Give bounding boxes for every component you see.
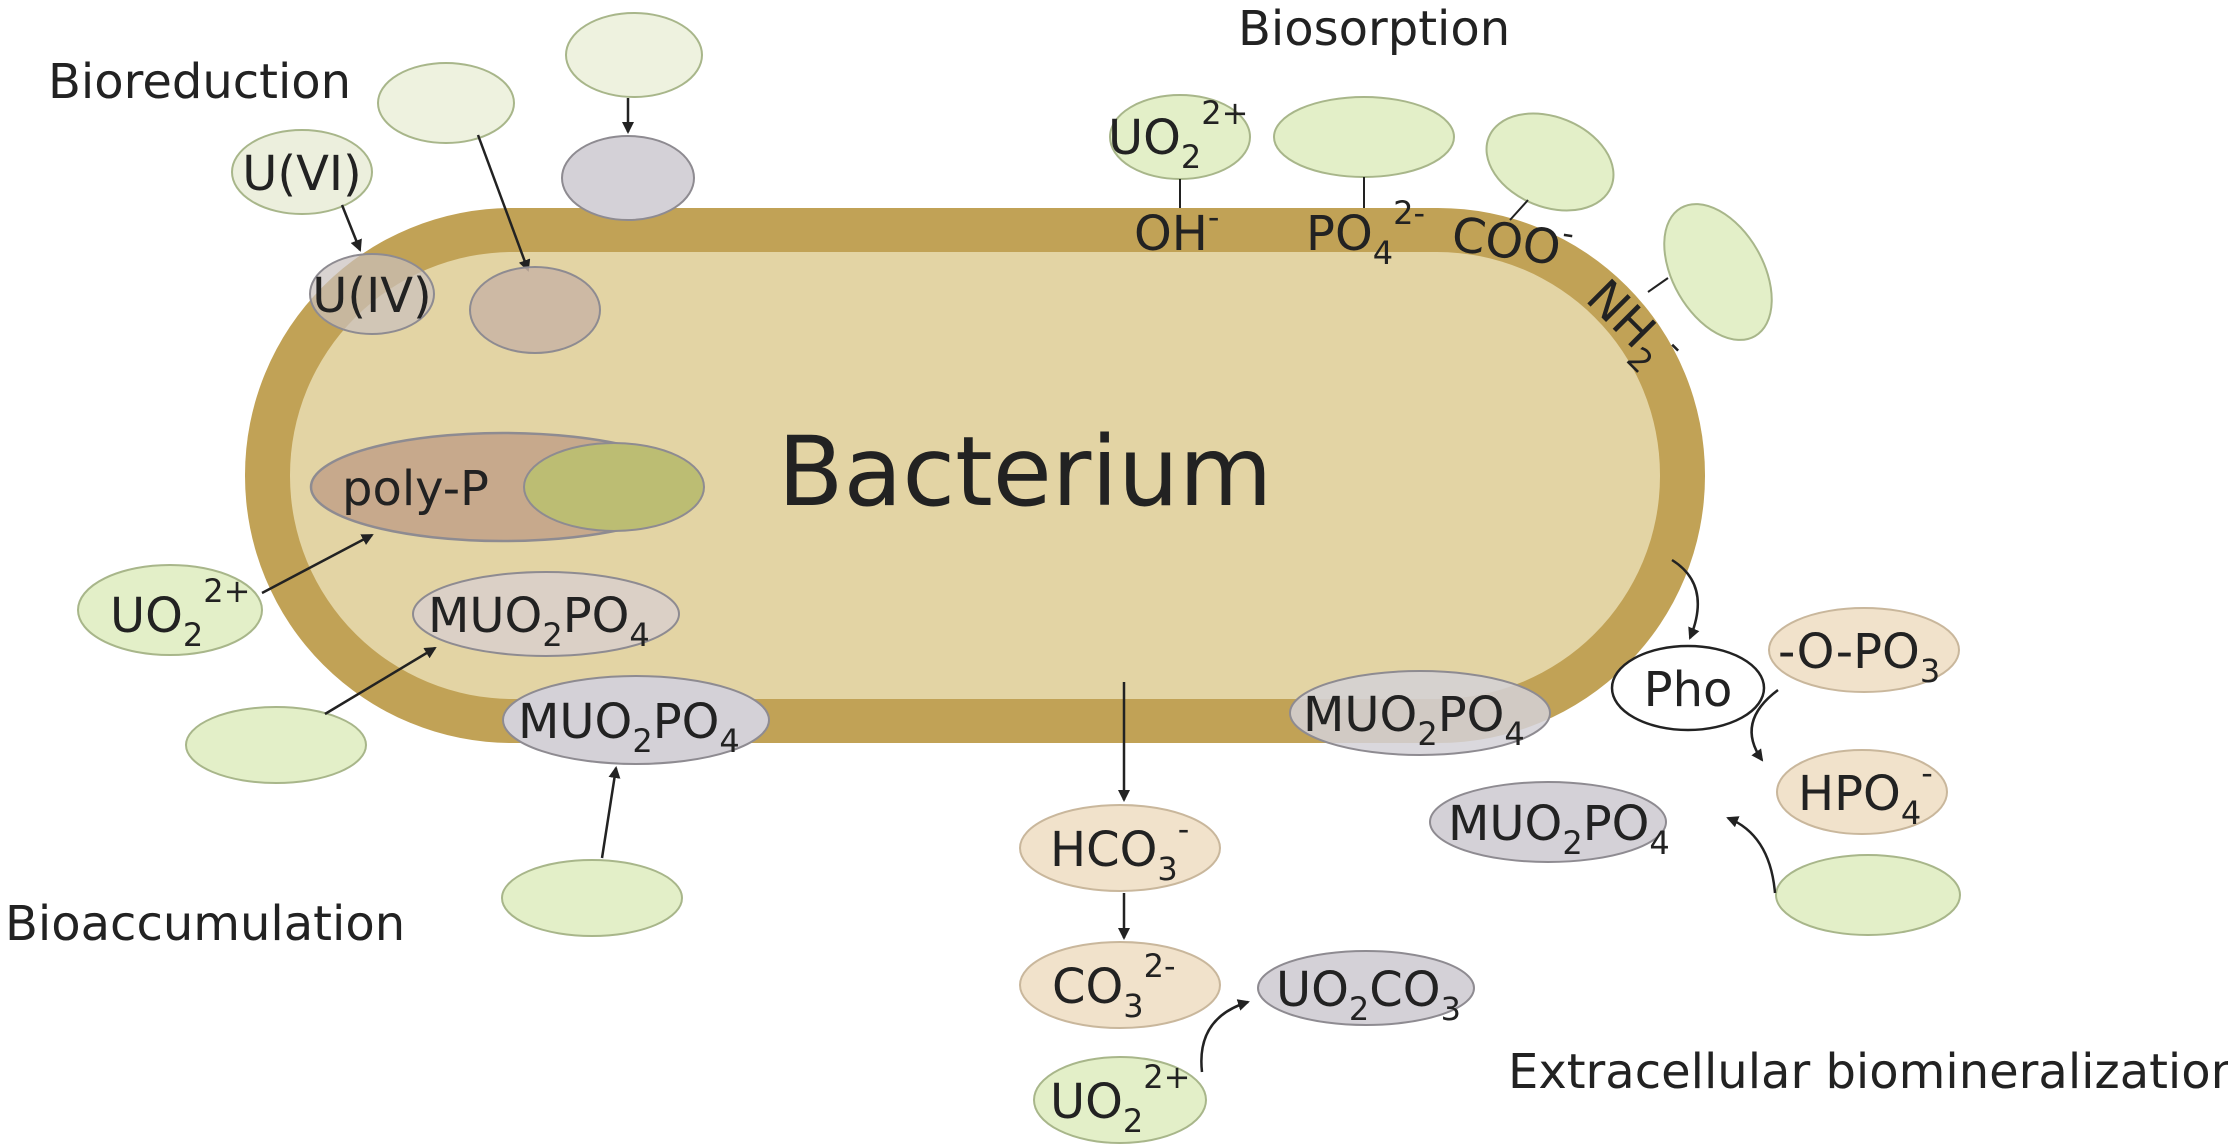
bacterium-title: Bacterium — [778, 416, 1273, 528]
bioaccumulation-green-oval-2 — [501, 859, 683, 937]
top-green-oval-1 — [377, 62, 515, 144]
muo2po4-extracellular-oval — [1429, 781, 1667, 863]
po4-group-label: PO42- — [1306, 194, 1425, 272]
bioaccumulation-green-oval-1 — [185, 706, 367, 784]
poly-p-label: poly-P — [342, 461, 489, 517]
muo2po4-right-wall-label: MUO2PO4 — [1303, 687, 1525, 753]
uo2co3-label: UO2CO3 — [1276, 962, 1461, 1028]
muo2po4-wall-label: MUO2PO4 — [518, 694, 740, 760]
top-green-oval-2 — [565, 12, 703, 98]
muo2po4-right-wall-oval — [1289, 670, 1551, 756]
bioaccumulation-arrow-wall — [600, 766, 621, 859]
pho-enzyme-oval — [1610, 644, 1766, 732]
biosorption-uo2-label: UO22+ — [1108, 94, 1248, 176]
bioaccumulation-arrow-inner — [324, 646, 437, 716]
hco3-label: HCO3- — [1050, 810, 1189, 888]
hpo4-label: HPO4- — [1798, 754, 1933, 832]
co3-label: CO32- — [1052, 947, 1176, 1025]
heading-bioreduction: Bioreduction — [48, 54, 351, 110]
carbonate-complexation-arrow — [1200, 999, 1250, 1073]
oh-group-label: OH- — [1134, 198, 1219, 262]
u-vi-label: U(VI) — [242, 146, 362, 202]
muo2po4-inner-label: MUO2PO4 — [428, 588, 650, 654]
hydrolysis-arrow — [1750, 688, 1779, 762]
poly-p-uranium-inclusion — [523, 442, 705, 532]
biosorption-oval-3 — [1485, 112, 1615, 212]
bioreduction-arrow-2 — [476, 134, 531, 272]
carbonate-uo2-label: UO22+ — [1050, 1058, 1190, 1140]
phosphate-precipitation-arrow — [1726, 816, 1777, 894]
oval-nh2-link — [1647, 277, 1669, 293]
carbonate-uo2-oval — [1033, 1056, 1207, 1144]
muo2po4-wall-oval — [502, 675, 770, 765]
bioaccumulation-uo2-oval — [77, 564, 263, 656]
u-iv-oval — [309, 253, 435, 335]
biosorption-oval-2 — [1273, 96, 1455, 178]
heading-biosorption: Biosorption — [1238, 1, 1510, 57]
heading-bioaccumulation: Bioaccumulation — [5, 896, 405, 952]
oval-coo-link — [1509, 199, 1529, 221]
biosorption-oval-4 — [1663, 203, 1773, 341]
bioaccumulation-uo2-label: UO22+ — [110, 572, 250, 654]
u-vi-oval — [231, 129, 373, 215]
muo2po4-extracellular-label: MUO2PO4 — [1448, 796, 1670, 862]
bioreduction-arrow-1 — [340, 204, 362, 252]
hpo4-oval — [1776, 749, 1948, 835]
pho-release-arrow — [1671, 558, 1700, 640]
bioaccumulation-arrow-polyp — [261, 533, 374, 595]
reduced-oval-1 — [469, 266, 601, 354]
pho-enzyme-label: Pho — [1644, 662, 1733, 718]
hco3-oval — [1019, 804, 1221, 892]
muo2po4-inner-oval — [412, 571, 680, 657]
reduced-oval-2 — [561, 135, 695, 221]
uo2co3-oval — [1257, 950, 1475, 1026]
heading-extracellular-biomineralization: Extracellular biomineralization — [1508, 1044, 2228, 1100]
co3-oval — [1019, 941, 1221, 1029]
phosphate-green-oval — [1775, 854, 1961, 936]
u-iv-label: U(IV) — [312, 268, 432, 324]
opo3-oval — [1768, 607, 1960, 693]
opo3-label: -O-PO3 — [1778, 624, 1940, 690]
